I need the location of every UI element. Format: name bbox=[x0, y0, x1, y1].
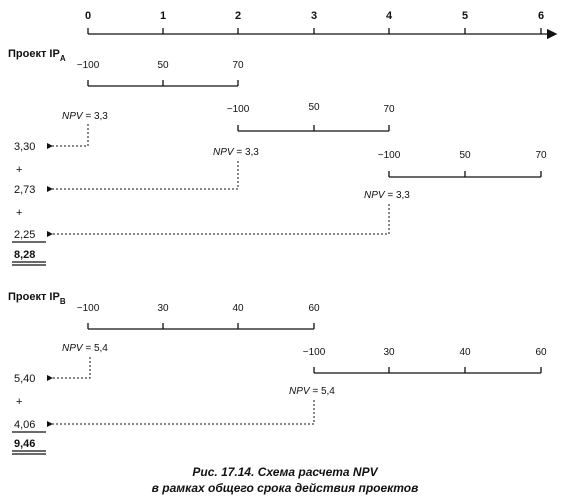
project-a-label: Проект IPA bbox=[8, 48, 66, 63]
axis-tick-label: 6 bbox=[538, 10, 544, 22]
cash-flow-value: 70 bbox=[383, 104, 395, 115]
npv-label: NPV = 5,4 bbox=[289, 386, 335, 397]
cash-flow-value: 70 bbox=[535, 150, 547, 161]
discounted-npv: 2,25 bbox=[14, 229, 35, 241]
cash-flow-value: −100 bbox=[77, 60, 100, 71]
cash-flow-value: 30 bbox=[383, 347, 395, 358]
discount-arrow bbox=[47, 357, 91, 381]
discount-arrow bbox=[47, 161, 239, 192]
cash-flow-value: 70 bbox=[232, 60, 244, 71]
discounted-npv: 5,40 bbox=[14, 373, 35, 385]
axis-tick-label: 1 bbox=[160, 10, 166, 22]
discount-arrow bbox=[47, 400, 315, 427]
timeline-a2: −100 50 70 NPV = 3,3 bbox=[47, 102, 395, 192]
discounted-npv: 3,30 bbox=[14, 141, 35, 153]
timeline-a1: −100 50 70 NPV = 3,3 bbox=[47, 60, 244, 149]
total-npv: 8,28 bbox=[14, 249, 35, 261]
time-axis: 0 1 2 3 4 5 6 bbox=[85, 10, 558, 40]
timeline-b1: −100 30 40 60 NPV = 5,4 bbox=[47, 303, 320, 381]
sum-column-b: 5,40 + 4,06 9,46 bbox=[12, 373, 46, 455]
plus-sign: + bbox=[16, 164, 22, 176]
figure-caption: Рис. 17.14. Схема расчета NPV в рамках о… bbox=[152, 465, 419, 495]
cash-flow-value: 30 bbox=[157, 303, 169, 314]
project-a: Проект IPA −100 50 70 NPV = 3,3 −100 50 … bbox=[8, 48, 547, 266]
cash-flow-value: 50 bbox=[459, 150, 471, 161]
npv-label: NPV = 3,3 bbox=[62, 111, 108, 122]
caption-line-1: Рис. 17.14. Схема расчета NPV bbox=[192, 465, 378, 479]
total-npv: 9,46 bbox=[14, 438, 35, 450]
cash-flow-value: 60 bbox=[308, 303, 320, 314]
axis-tick-label: 5 bbox=[462, 10, 468, 22]
timeline-a3: −100 50 70 NPV = 3,3 bbox=[47, 150, 547, 237]
plus-sign: + bbox=[16, 396, 22, 408]
cash-flow-value: 40 bbox=[232, 303, 244, 314]
discounted-npv: 2,73 bbox=[14, 184, 35, 196]
project-b-label: Проект IPB bbox=[8, 291, 66, 306]
discount-arrow bbox=[47, 204, 390, 237]
npv-label: NPV = 5,4 bbox=[62, 343, 108, 354]
axis-tick-label: 4 bbox=[386, 10, 393, 22]
project-b: Проект IPB −100 30 40 60 NPV = 5,4 −100 … bbox=[8, 291, 547, 455]
timeline-b2: −100 30 40 60 NPV = 5,4 bbox=[47, 347, 547, 427]
cash-flow-value: 60 bbox=[535, 347, 547, 358]
discount-arrow bbox=[47, 124, 89, 149]
cash-flow-value: −100 bbox=[227, 104, 250, 115]
axis-tick-label: 0 bbox=[85, 10, 91, 22]
plus-sign: + bbox=[16, 207, 22, 219]
npv-label: NPV = 3,3 bbox=[213, 147, 259, 158]
caption-line-2: в рамках общего срока действия проектов bbox=[152, 481, 419, 495]
cash-flow-value: −100 bbox=[303, 347, 326, 358]
npv-label: NPV = 3,3 bbox=[364, 190, 410, 201]
discounted-npv: 4,06 bbox=[14, 419, 35, 431]
cash-flow-value: −100 bbox=[77, 303, 100, 314]
cash-flow-value: −100 bbox=[378, 150, 401, 161]
sum-column-a: 3,30 + 2,73 + 2,25 8,28 bbox=[12, 141, 46, 266]
axis-tick-label: 2 bbox=[235, 10, 241, 22]
cash-flow-value: 50 bbox=[157, 60, 169, 71]
axis-tick-label: 3 bbox=[311, 10, 317, 22]
cash-flow-value: 50 bbox=[308, 102, 320, 113]
cash-flow-value: 40 bbox=[459, 347, 471, 358]
